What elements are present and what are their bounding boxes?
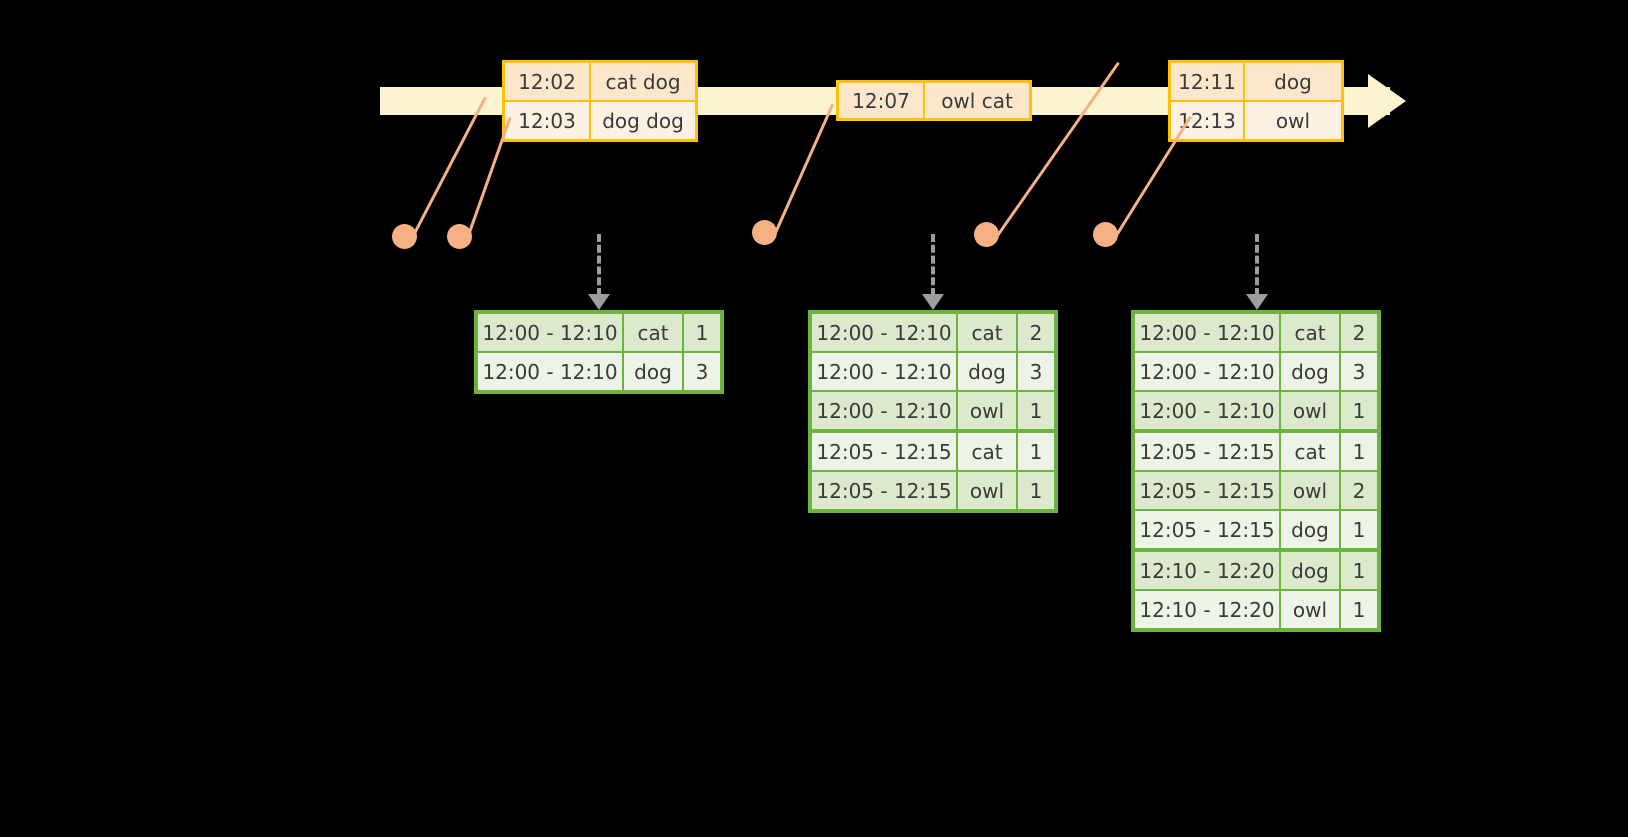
event-box-2: 12:07 owl cat (836, 80, 1032, 121)
cell-word: dog (1281, 552, 1341, 589)
event-time: 12:03 (505, 102, 591, 139)
cell-count: 3 (684, 353, 720, 390)
cell-word: dog (958, 353, 1018, 390)
cell-word: dog (624, 353, 684, 390)
cell-word: cat (1281, 314, 1341, 351)
dot-1213 (1093, 222, 1118, 247)
cell-window: 12:05 - 12:15 (1135, 472, 1281, 509)
cell-word: cat (958, 314, 1018, 351)
cell-count: 3 (1018, 353, 1054, 390)
cell-count: 1 (1018, 472, 1054, 509)
cell-window: 12:05 - 12:15 (1135, 433, 1281, 470)
cell-count: 1 (684, 314, 720, 351)
timeline-arrowhead-icon (1368, 74, 1406, 128)
cell-count: 1 (1341, 511, 1377, 548)
cell-word: owl (1281, 591, 1341, 628)
cell-window: 12:00 - 12:10 (1135, 392, 1281, 429)
dot-1211 (974, 222, 999, 247)
dot-1203 (447, 224, 472, 249)
cell-word: owl (1281, 392, 1341, 429)
cell-count: 1 (1341, 552, 1377, 589)
cell-window: 12:05 - 12:15 (812, 472, 958, 509)
cell-window: 12:05 - 12:15 (812, 433, 958, 470)
cell-window: 12:00 - 12:10 (478, 314, 624, 351)
cell-count: 1 (1018, 392, 1054, 429)
event-row: 12:11 dog (1171, 63, 1341, 100)
cell-count: 1 (1018, 433, 1054, 470)
cell-word: owl (958, 472, 1018, 509)
cell-count: 2 (1341, 472, 1377, 509)
cell-count: 1 (1341, 392, 1377, 429)
cell-count: 2 (1341, 314, 1377, 351)
event-box-1: 12:02 cat dog 12:03 dog dog (502, 60, 698, 142)
event-words: cat dog (591, 63, 695, 100)
dot-1202 (392, 224, 417, 249)
event-row: 12:07 owl cat (839, 83, 1029, 118)
cell-window: 12:00 - 12:10 (812, 392, 958, 429)
dot-1207 (752, 220, 777, 245)
dashed-arrow-head-2-icon (922, 294, 944, 310)
cell-word: dog (1281, 511, 1341, 548)
event-words: dog dog (591, 102, 695, 139)
event-box-3: 12:11 dog 12:13 owl (1168, 60, 1344, 142)
cell-window: 12:00 - 12:10 (1135, 353, 1281, 390)
cell-window: 12:00 - 12:10 (812, 353, 958, 390)
event-time: 12:11 (1171, 63, 1245, 100)
event-words: dog (1245, 63, 1341, 100)
cell-count: 3 (1341, 353, 1377, 390)
dashed-arrow-shaft-1 (597, 234, 605, 296)
cell-window: 12:00 - 12:10 (1135, 314, 1281, 351)
event-time: 12:02 (505, 63, 591, 100)
cell-word: cat (958, 433, 1018, 470)
event-row: 12:13 owl (1171, 100, 1341, 139)
event-row: 12:02 cat dog (505, 63, 695, 100)
connector-line-2 (467, 117, 512, 237)
cell-count: 2 (1018, 314, 1054, 351)
connector-line-3 (772, 103, 835, 239)
dashed-arrow-shaft-3 (1255, 234, 1263, 296)
event-words: owl cat (925, 83, 1029, 118)
cell-window: 12:10 - 12:20 (1135, 591, 1281, 628)
event-time: 12:07 (839, 83, 925, 118)
event-time: 12:13 (1171, 102, 1245, 139)
dashed-arrow-shaft-2 (931, 234, 939, 296)
cell-word: owl (958, 392, 1018, 429)
cell-window: 12:10 - 12:20 (1135, 552, 1281, 589)
event-row: 12:03 dog dog (505, 100, 695, 139)
connector-line-5 (1113, 115, 1192, 240)
cell-window: 12:00 - 12:10 (812, 314, 958, 351)
dashed-arrow-head-1-icon (588, 294, 610, 310)
dashed-arrow-head-3-icon (1246, 294, 1268, 310)
cell-window: 12:05 - 12:15 (1135, 511, 1281, 548)
cell-word: dog (1281, 353, 1341, 390)
cell-word: owl (1281, 472, 1341, 509)
cell-window: 12:00 - 12:10 (478, 353, 624, 390)
event-words: owl (1245, 102, 1341, 139)
cell-count: 1 (1341, 433, 1377, 470)
cell-word: cat (624, 314, 684, 351)
cell-word: cat (1281, 433, 1341, 470)
cell-count: 1 (1341, 591, 1377, 628)
